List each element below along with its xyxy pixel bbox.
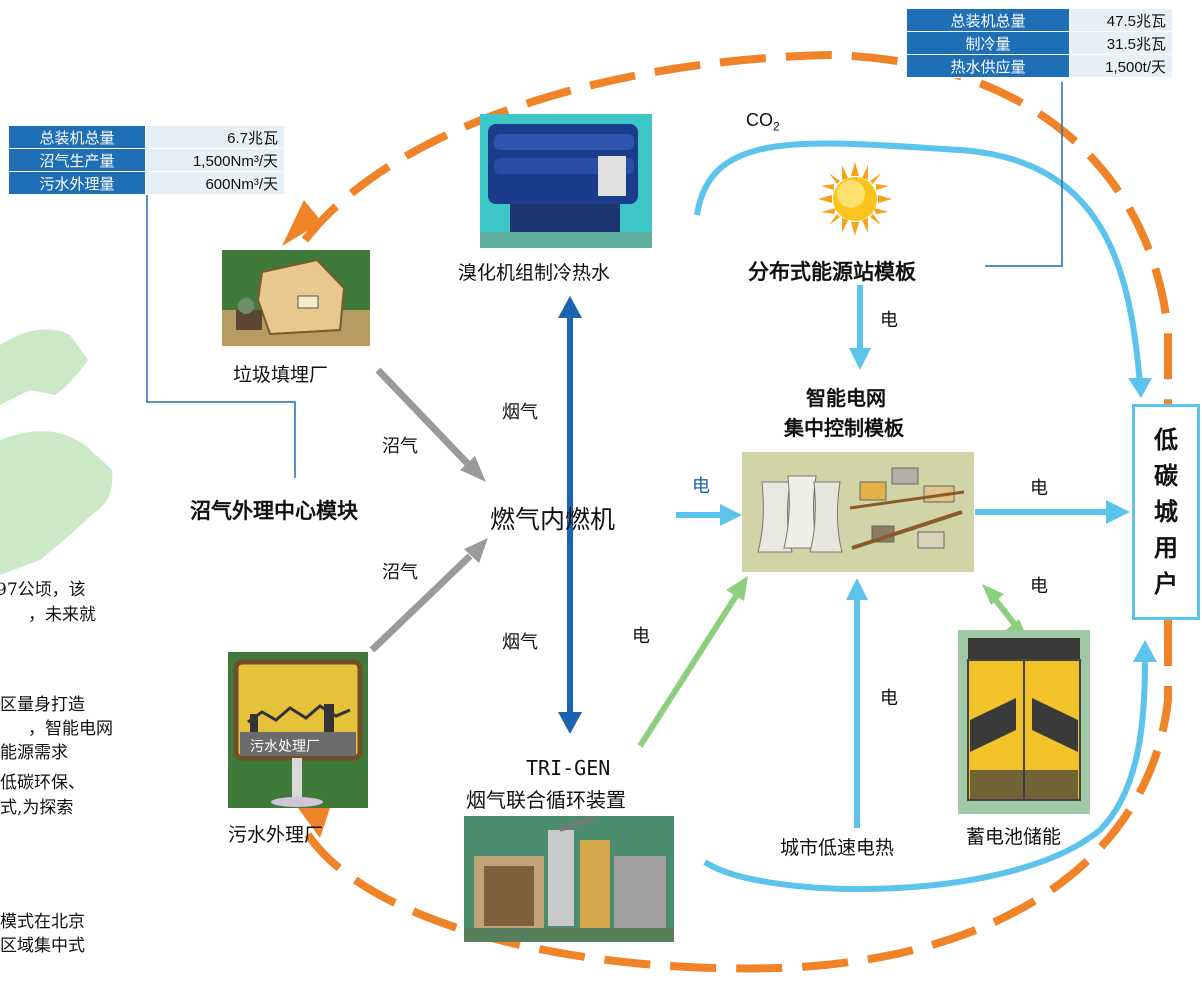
- elec-arrow-station-head: [849, 348, 871, 370]
- low-carbon-user-box: 低 碳 城 用 户: [1132, 404, 1200, 620]
- table-row: 总装机总量 47.5兆瓦: [906, 8, 1173, 32]
- orange-arrowhead-top: [282, 200, 322, 246]
- city-heat-label: 城市低速电热: [780, 837, 895, 859]
- battery-image: [958, 630, 1090, 814]
- table-row: 总装机总量 6.7兆瓦: [8, 125, 285, 149]
- left-paragraph-line: 式,为探索: [0, 798, 74, 818]
- gray-arrow-landfill: [375, 367, 471, 467]
- elec-arrow-city-head: [846, 578, 868, 600]
- fluegas-head-down: [558, 712, 582, 734]
- fluegas-label-bottom: 烟气: [502, 632, 538, 653]
- top-right-stats-table: 总装机总量 47.5兆瓦 制冷量 31.5兆瓦 热水供应量 1,500t/天: [906, 8, 1173, 78]
- stat-label: 制冷量: [906, 31, 1070, 55]
- fluegas-head-up: [558, 296, 582, 318]
- stat-label: 热水供应量: [906, 54, 1070, 78]
- connector-left-table: [146, 195, 296, 478]
- stat-label: 沼气生产量: [8, 148, 146, 172]
- biogas-label-top: 沼气: [382, 436, 418, 457]
- sewage-image: 污水处理厂: [228, 652, 368, 808]
- stat-value: 600Nm³/天: [145, 171, 285, 195]
- left-paragraph-line: ，未来就: [28, 605, 96, 625]
- user-char: 用: [1154, 533, 1178, 562]
- user-char: 城: [1154, 497, 1178, 526]
- stat-value: 1,500Nm³/天: [145, 148, 285, 172]
- user-char: 低: [1154, 425, 1178, 454]
- stat-label: 总装机总量: [8, 125, 146, 149]
- elec-arrow-engine-head: [720, 504, 742, 526]
- stat-value: 31.5兆瓦: [1069, 31, 1173, 55]
- left-paragraph-line: 能源需求: [0, 743, 68, 763]
- gray-arrow-sewage-head: [464, 538, 488, 563]
- elec-label-trigen: 电: [632, 626, 650, 647]
- elec-label-city: 电: [880, 688, 898, 709]
- bottom-blue-curve-head: [1133, 640, 1157, 662]
- landfill-label: 垃圾填埋厂: [233, 364, 329, 386]
- left-paragraph-line: 区量身打造: [0, 695, 85, 715]
- sewage-sign-text: 污水处理厂: [250, 739, 320, 755]
- bottom-blue-curve: [703, 659, 1148, 892]
- left-paragraph-line: ，智能电网: [28, 719, 113, 739]
- co2-text: CO: [746, 110, 773, 130]
- left-paragraph-line: 97公顷，该: [0, 580, 86, 600]
- biogas-center-label: 沼气外理中心模块: [190, 498, 358, 523]
- stat-label: 污水外理量: [8, 171, 146, 195]
- co2-subscript: 2: [773, 119, 780, 134]
- distributed-station-label: 分布式能源站模板: [748, 259, 916, 284]
- trigen-image: [464, 816, 674, 942]
- stat-value: 6.7兆瓦: [145, 125, 285, 149]
- green-arrow-trigen: [637, 594, 739, 748]
- smart-grid-image: [742, 452, 974, 572]
- co2-label: CO2: [746, 110, 780, 134]
- smart-grid-label-2: 集中控制模板: [784, 416, 904, 440]
- orange-loop-right: [301, 620, 1172, 973]
- left-paragraph-line: 模式在北京: [0, 912, 85, 932]
- green-arrow-trigen-head: [726, 576, 748, 601]
- landfill-image: [222, 250, 370, 346]
- table-row: 热水供应量 1,500t/天: [906, 54, 1173, 78]
- sewage-plant-label: 污水外理厂: [228, 824, 324, 846]
- engine-label: 燃气内燃机: [490, 505, 616, 534]
- top-left-stats-table: 总装机总量 6.7兆瓦 沼气生产量 1,500Nm³/天 污水外理量 600Nm…: [8, 125, 285, 195]
- user-char: 碳: [1154, 461, 1178, 490]
- gray-arrow-landfill-head: [460, 456, 486, 482]
- chiller-label: 溴化机组制冷热水: [458, 262, 611, 284]
- gray-arrow-sewage: [369, 553, 473, 653]
- user-char: 户: [1154, 569, 1178, 598]
- stat-value: 1,500t/天: [1069, 54, 1173, 78]
- co2-curve-head: [1128, 378, 1152, 398]
- elec-label-battery: 电: [1030, 576, 1048, 597]
- table-row: 沼气生产量 1,500Nm³/天: [8, 148, 285, 172]
- co2-curve: [694, 140, 1143, 386]
- left-paragraph-line: 区域集中式: [0, 936, 85, 956]
- map-shape-bottom: [0, 431, 113, 575]
- sun-icon: [818, 162, 892, 236]
- green-arrow-battery-head-a: [982, 584, 1004, 605]
- connector-right-table: [985, 82, 1063, 267]
- trigen-label-1: TRI-GEN: [526, 756, 611, 780]
- stat-value: 47.5兆瓦: [1069, 8, 1173, 32]
- elec-label-engine: 电: [692, 476, 710, 497]
- biogas-label-bottom: 沼气: [382, 562, 418, 583]
- map-shape-top: [0, 329, 88, 405]
- elec-label-user: 电: [1030, 478, 1048, 499]
- green-arrow-battery: [991, 596, 1019, 628]
- stat-label: 总装机总量: [906, 8, 1070, 32]
- chiller-image: [480, 114, 652, 248]
- trigen-label-2: 烟气联合循环装置: [466, 788, 626, 812]
- table-row: 制冷量 31.5兆瓦: [906, 31, 1173, 55]
- elec-arrow-user-head: [1106, 500, 1130, 524]
- elec-label-station: 电: [880, 310, 898, 331]
- smart-grid-label-1: 智能电网: [806, 386, 886, 410]
- fluegas-label-top: 烟气: [502, 402, 538, 423]
- left-paragraph-line: 低碳环保、: [0, 773, 85, 793]
- orange-loop-top: [301, 50, 1172, 405]
- table-row: 污水外理量 600Nm³/天: [8, 171, 285, 195]
- battery-label: 蓄电池储能: [966, 826, 1062, 848]
